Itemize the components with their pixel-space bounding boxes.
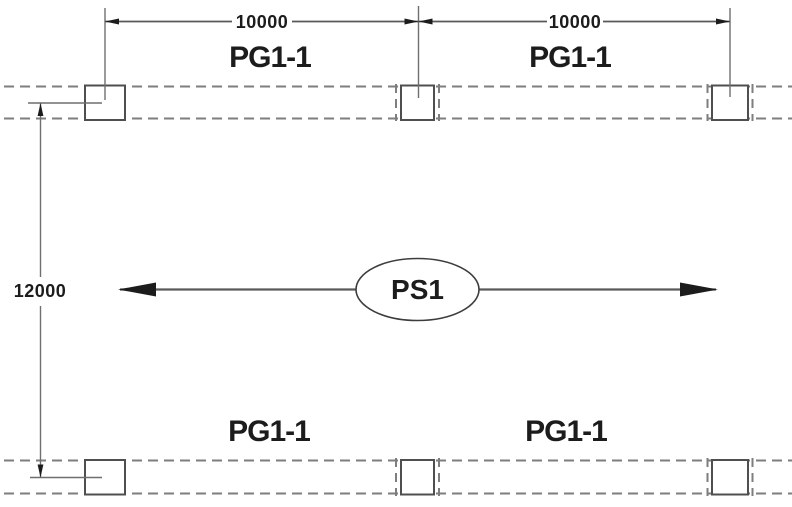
slab-tag-bubble	[355, 257, 480, 322]
dimension-text-top-right-span: 10000	[549, 12, 602, 32]
beam-label-top-left: PG1-1	[229, 41, 311, 74]
top-dimension-group: 10000 10000	[104, 6, 731, 100]
beam-label-bottom-left: PG1-1	[228, 415, 310, 448]
dim-arrowhead-right	[716, 18, 730, 25]
top-beam-outline	[4, 84, 792, 121]
slab-span-symbol: PS1	[118, 257, 718, 322]
dimension-text-left-height: 12000	[14, 281, 67, 301]
column-bottom-right	[711, 459, 749, 496]
column-bottom-middle	[400, 459, 435, 496]
beam-labels: PG1-1 PG1-1 PG1-1 PG1-1	[228, 41, 612, 448]
dim-arrowhead-middle-right	[418, 18, 433, 25]
dim-arrowhead-middle-left	[404, 18, 419, 25]
dimension-text-top-left-span: 10000	[236, 12, 289, 32]
dim-arrowhead-up	[37, 103, 44, 116]
bottom-beam-outline	[4, 458, 792, 496]
beam-label-top-right: PG1-1	[529, 41, 611, 74]
span-arrowhead-right	[680, 282, 718, 297]
slab-tag-text: PS1	[391, 274, 444, 305]
column-top-middle	[400, 84, 435, 121]
dim-arrowhead-left	[105, 18, 119, 25]
beam-label-bottom-right: PG1-1	[525, 415, 607, 448]
dim-arrowhead-down	[37, 464, 44, 478]
left-dimension-group: 12000	[14, 102, 102, 479]
span-arrowhead-left	[118, 282, 156, 297]
